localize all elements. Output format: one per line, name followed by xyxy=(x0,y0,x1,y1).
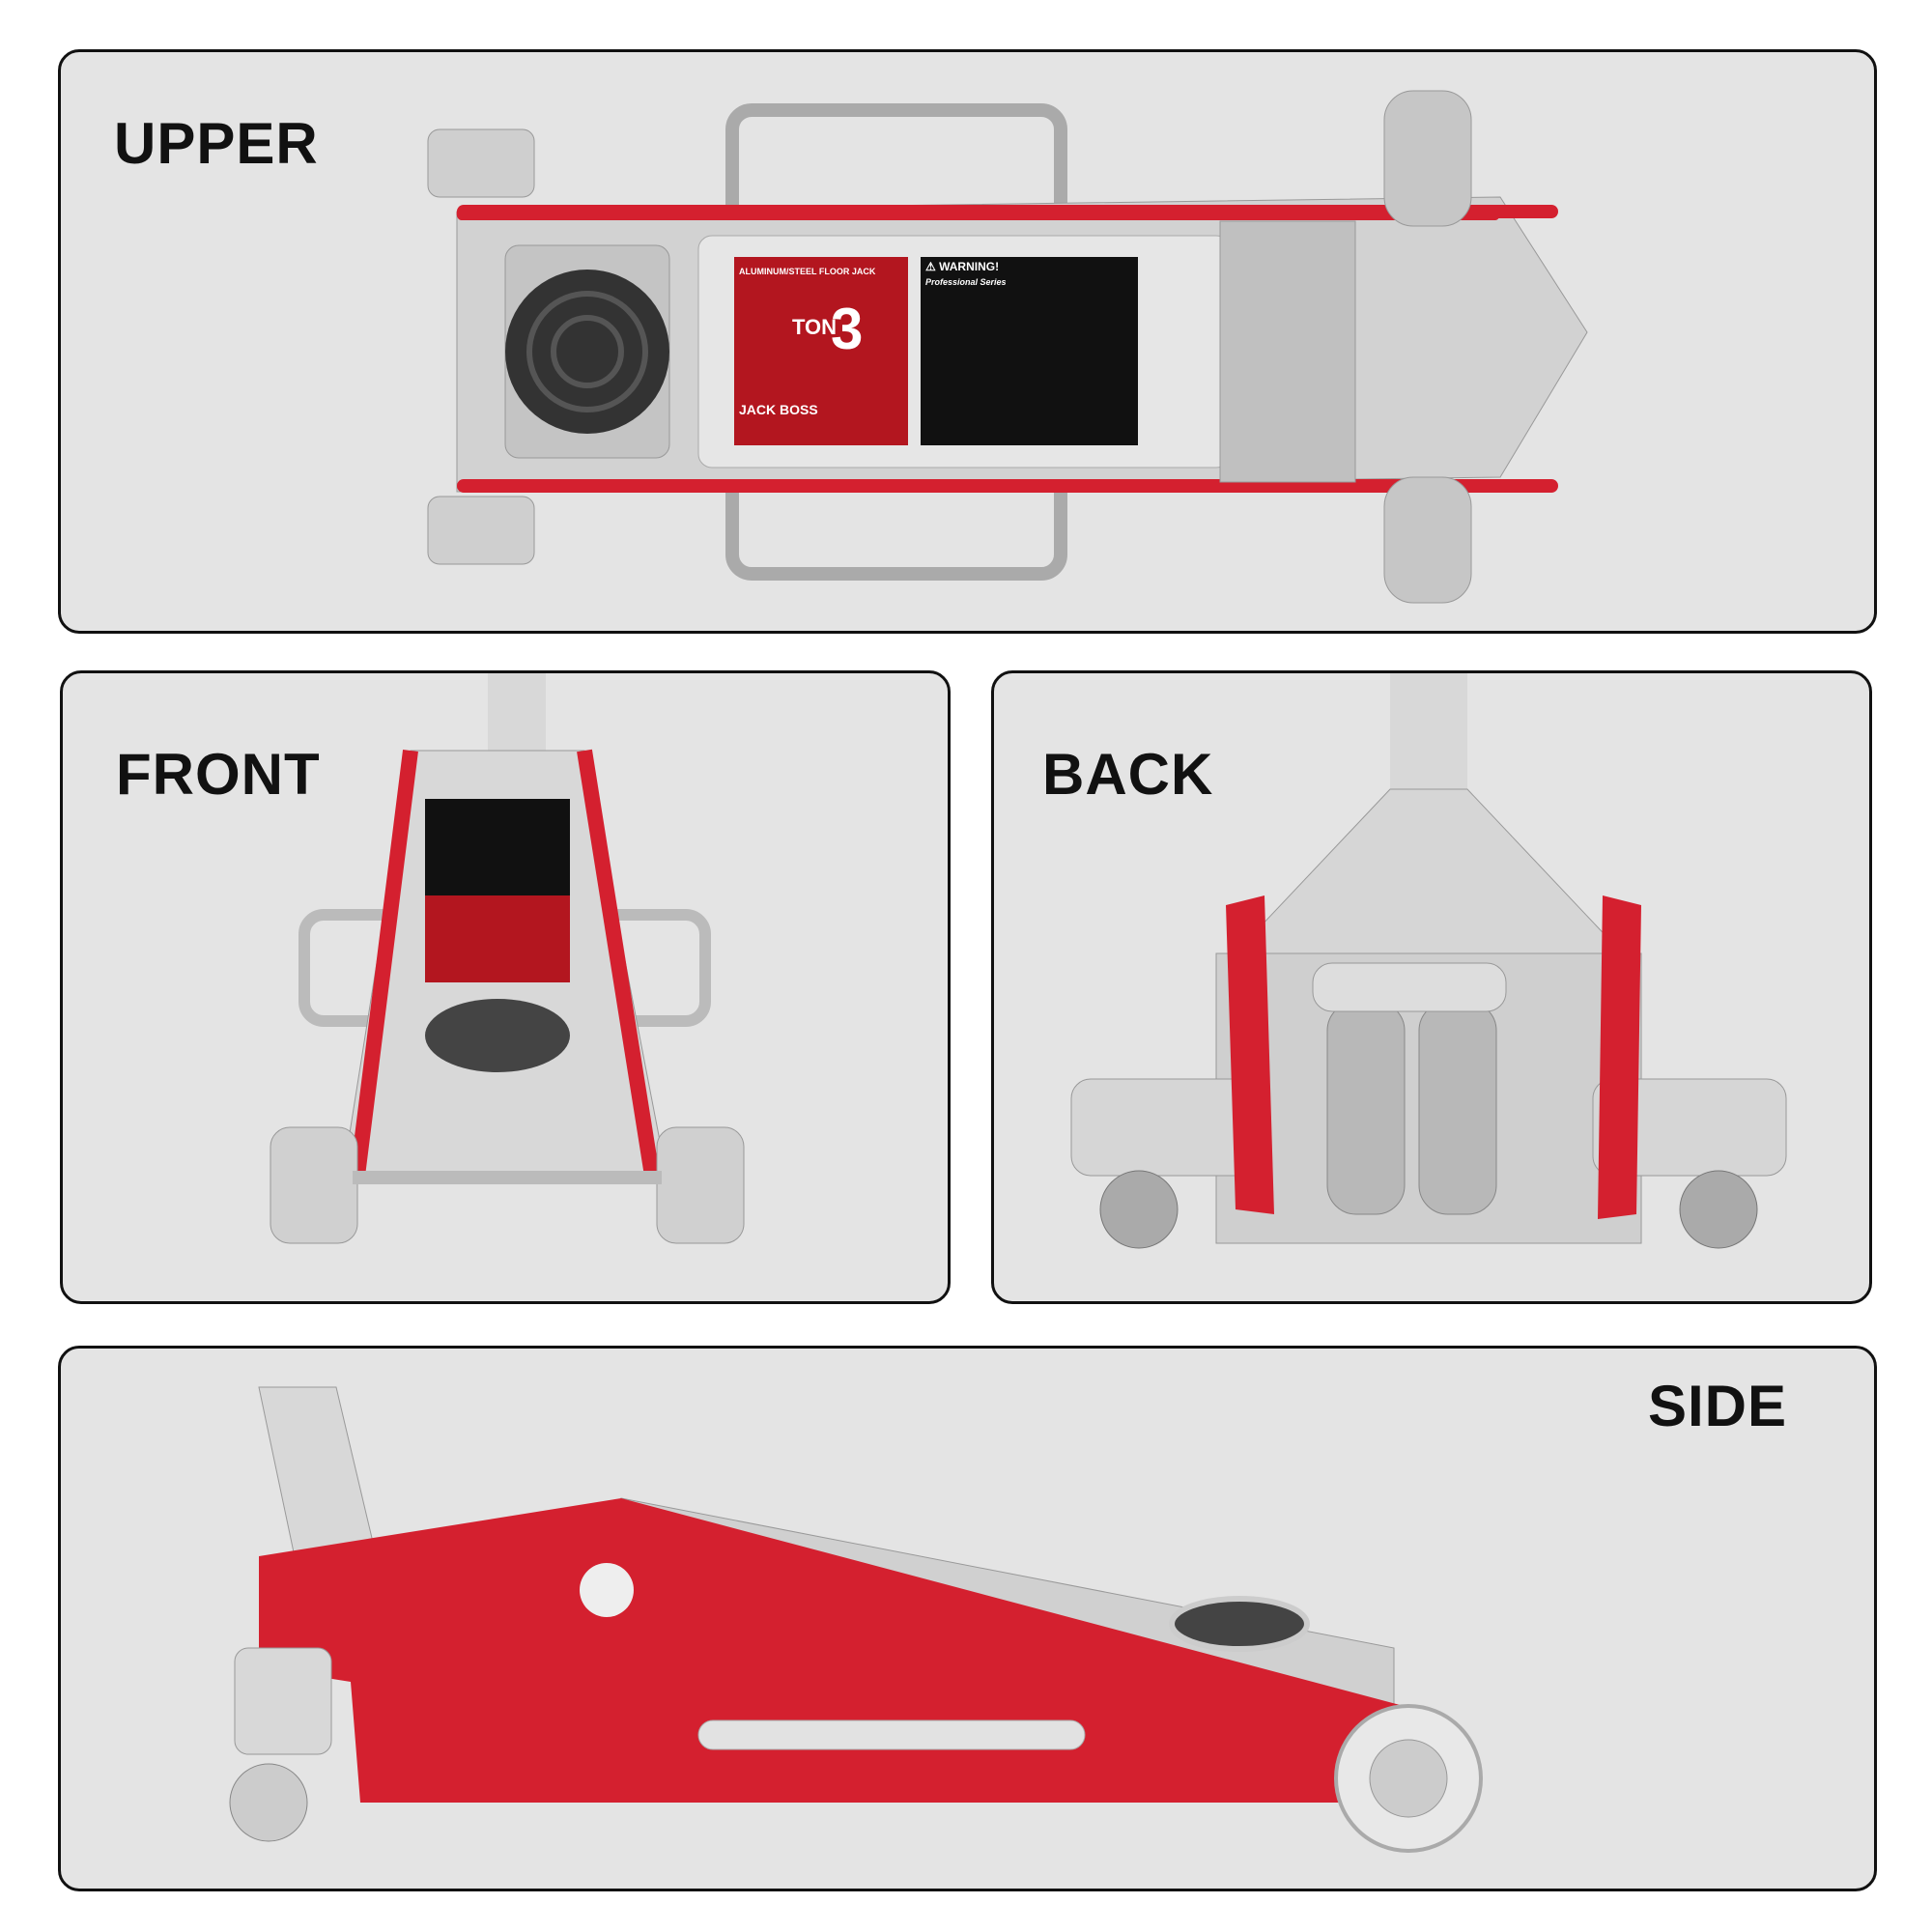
jack-top-view-image xyxy=(427,90,1588,604)
upper-view-panel: UPPER JACK BOSS ALUMINUM/STEEL FLOOR JAC… xyxy=(58,49,1877,634)
back-view-label: BACK xyxy=(1042,742,1214,807)
side-view-panel: SIDE xyxy=(58,1346,1877,1891)
jack-front-view-image xyxy=(270,673,745,1244)
jack-back-view-image xyxy=(1070,673,1787,1249)
front-view-panel: FRONT xyxy=(60,670,951,1304)
warning-text: ⚠ WARNING! Professional Series xyxy=(925,260,1007,287)
product-sticker: JACK BOSS ALUMINUM/STEEL FLOOR JACK 3 TO… xyxy=(739,267,876,417)
front-view-label: FRONT xyxy=(116,742,321,807)
side-view-label: SIDE xyxy=(1647,1374,1787,1438)
jack-side-view-image xyxy=(229,1386,1483,1853)
back-view-panel: BACK xyxy=(991,670,1872,1304)
upper-view-label: UPPER xyxy=(114,111,319,176)
